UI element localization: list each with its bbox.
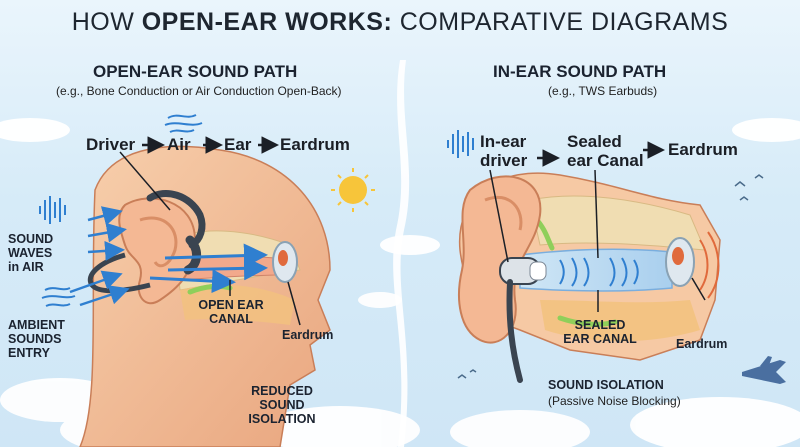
label-left-eardrum: Eardrum: [282, 328, 334, 342]
ambient-wind-icon: [41, 287, 76, 307]
left-head: [39, 114, 331, 447]
label-right-eardrum: Eardrum: [676, 337, 728, 351]
right-ear-section: [447, 130, 786, 384]
right-sound-wave-icon: [447, 130, 474, 158]
open-ear-device: [146, 190, 206, 249]
label-passive-noise-blocking: (Passive Noise Blocking): [548, 394, 681, 408]
label-sealed-ear-canal: SEALED EAR CANAL: [563, 318, 637, 346]
sound-wave-arrows: [87, 206, 127, 261]
divider: [393, 60, 410, 447]
right-leaders: [489, 169, 706, 312]
canal-waves: [559, 257, 639, 287]
left-sound-wave-icon: [39, 196, 66, 224]
left-leaders: [119, 151, 301, 326]
left-subheading: (e.g., Bone Conduction or Air Conduction…: [56, 84, 342, 98]
label-sound-waves: SOUND WAVES in AIR: [8, 232, 54, 274]
label-reduced-isolation: REDUCED SOUND ISOLATION: [248, 384, 316, 426]
left-flow-air: Air: [167, 135, 191, 154]
sealed-canal: [519, 248, 673, 292]
label-ambient-sounds: AMBIENT SOUNDS ENTRY: [8, 318, 65, 360]
airplane-icon: [742, 356, 786, 384]
eardrum-waves: [699, 231, 720, 299]
wind-icon: [164, 114, 203, 133]
ambient-arrows: [69, 270, 130, 307]
left-flow-driver: Driver: [86, 135, 136, 154]
left-flow-ear: Ear: [224, 135, 252, 154]
right-heading: IN-EAR SOUND PATH: [493, 62, 667, 81]
label-open-ear-canal: OPEN EAR CANAL: [198, 298, 264, 326]
right-flow-arrows: [537, 141, 665, 167]
right-subheading: (e.g., TWS Earbuds): [548, 84, 658, 98]
birds: [457, 174, 764, 379]
sun-icon: [331, 168, 375, 212]
page-title: HOW OPEN-EAR WORKS: COMPARATIVE DIAGRAMS: [71, 8, 729, 36]
left-flow-eardrum: Eardrum: [280, 135, 350, 154]
right-flow-sealed-canal: Sealed ear Canal: [567, 132, 644, 170]
right-flow-eardrum: Eardrum: [668, 140, 738, 159]
left-heading: OPEN-EAR SOUND PATH: [93, 62, 298, 81]
right-flow-driver: In-ear driver: [480, 132, 528, 170]
label-sound-isolation: SOUND ISOLATION: [548, 378, 664, 392]
air-arrows: [149, 243, 268, 294]
